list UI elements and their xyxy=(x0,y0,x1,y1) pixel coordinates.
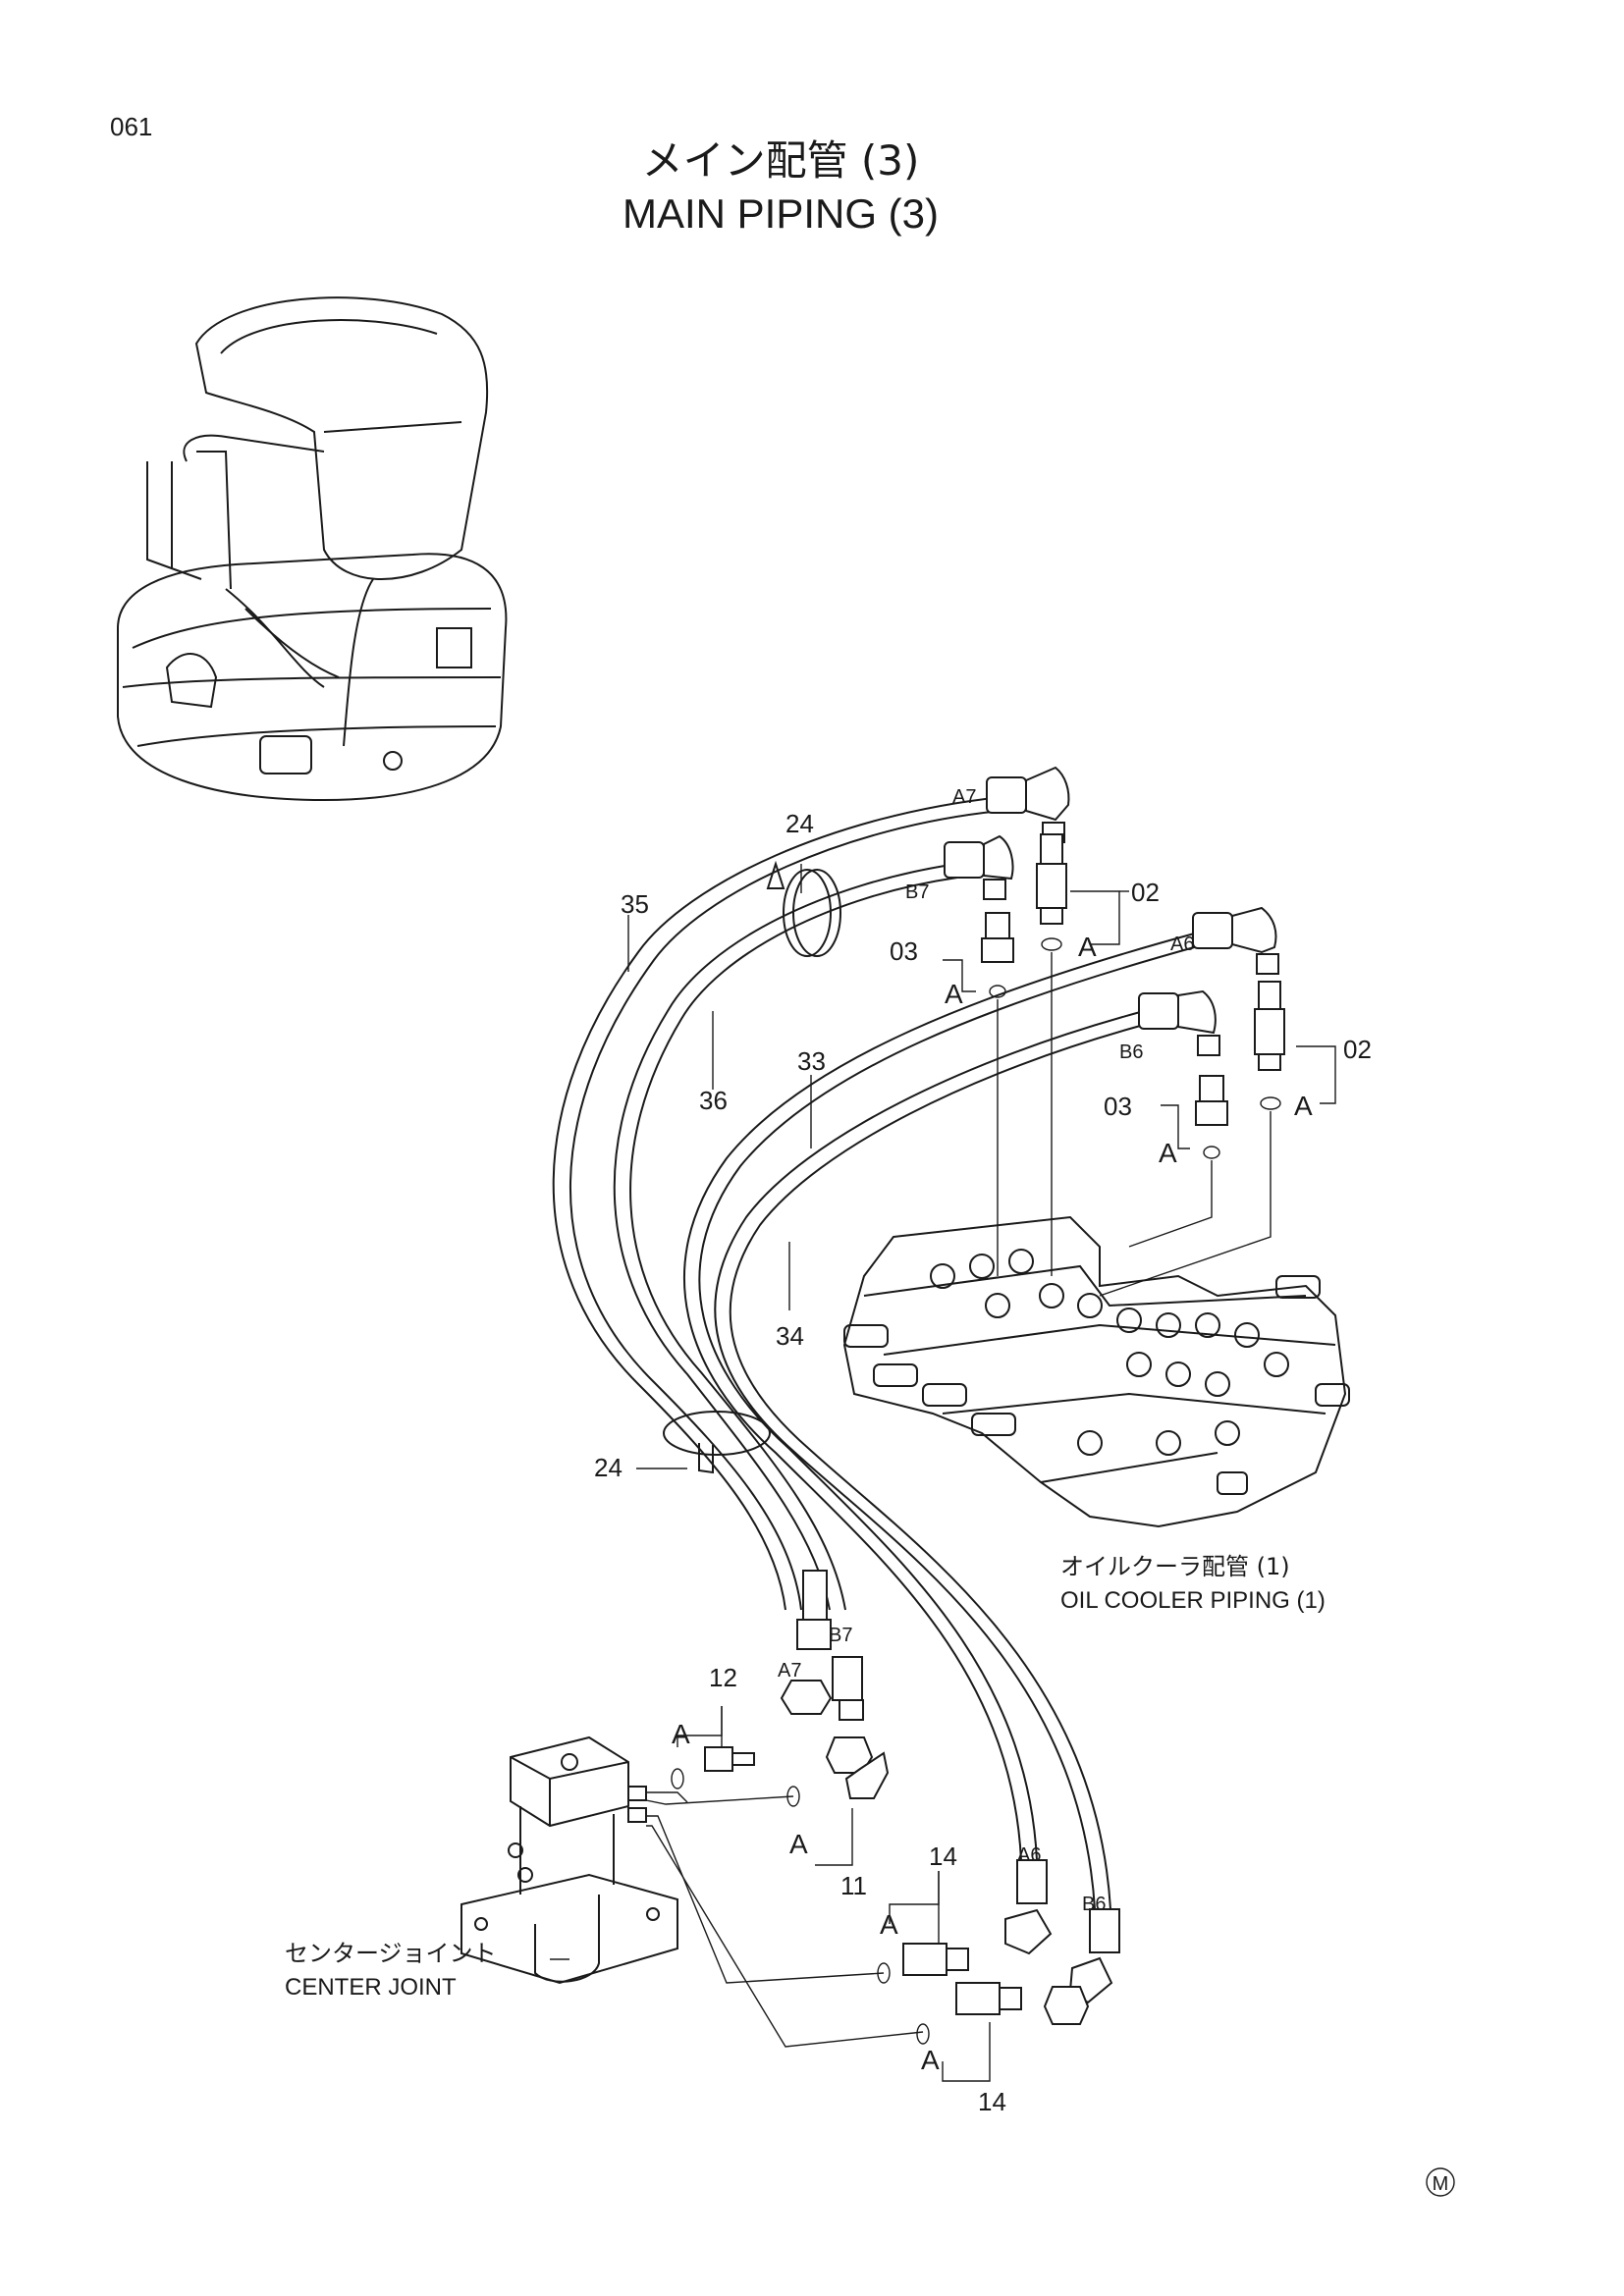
a-label-1: A xyxy=(1078,932,1097,962)
a-label-3: A xyxy=(1294,1091,1313,1121)
port-guide-lines xyxy=(997,952,1272,1297)
part-label-33: 33 xyxy=(797,1046,826,1076)
adapter-03-upper xyxy=(981,912,1014,998)
part-label-02-right: 02 xyxy=(1343,1035,1372,1064)
center-joint-pipes xyxy=(645,1791,924,2048)
center-joint-label-en: CENTER JOINT xyxy=(285,1974,457,2001)
adapter-02-upper xyxy=(1036,833,1067,951)
part-label-14-upper: 14 xyxy=(929,1842,957,1871)
port-label-a6-upper: A6 xyxy=(1170,934,1194,955)
port-label-a7-upper: A7 xyxy=(952,786,976,808)
part-label-24-lower: 24 xyxy=(594,1453,623,1482)
part-label-02-upper: 02 xyxy=(1131,878,1160,907)
a-label-2: A xyxy=(945,979,963,1009)
part-label-35: 35 xyxy=(621,889,649,919)
a-label-8: A xyxy=(921,2045,940,2075)
part-label-12: 12 xyxy=(709,1663,737,1692)
part-label-36: 36 xyxy=(699,1086,728,1115)
a-label-4: A xyxy=(1159,1138,1177,1168)
circled-m-mark: M xyxy=(1426,2167,1455,2197)
control-valve xyxy=(842,1215,1350,1528)
port-label-a6-lower: A6 xyxy=(1017,1844,1041,1866)
hose-fittings-upper xyxy=(944,766,1279,1056)
title-japanese: メイン配管 (3) xyxy=(642,136,920,185)
center-joint-label-jp: センタージョイント xyxy=(285,1940,497,1967)
leader-lines xyxy=(550,864,1336,2082)
a-label-5: A xyxy=(672,1719,690,1749)
part-label-34: 34 xyxy=(776,1321,804,1351)
part-label-03-right: 03 xyxy=(1104,1092,1132,1121)
adapter-03-right xyxy=(1195,1075,1228,1159)
circled-m-text: M xyxy=(1433,2173,1449,2195)
oil-cooler-label-en: OIL COOLER PIPING (1) xyxy=(1060,1587,1326,1614)
part-label-24-upper: 24 xyxy=(785,809,814,838)
center-joint xyxy=(460,1735,678,1985)
adapter-02-right xyxy=(1254,981,1285,1110)
port-label-b6-lower: B6 xyxy=(1082,1894,1106,1915)
a-label-7: A xyxy=(880,1909,898,1940)
hose-clamp-upper xyxy=(766,860,841,957)
a-label-6: A xyxy=(789,1829,808,1859)
port-label-b7-lower: B7 xyxy=(829,1625,852,1646)
part-label-14-lower: 14 xyxy=(978,2087,1006,2116)
page-code: 061 xyxy=(110,112,152,141)
excavator-overview-illustration xyxy=(117,296,508,802)
part-number-labels: 35 24 36 33 34 24 02 03 02 03 12 11 14 1… xyxy=(594,809,1372,2116)
port-label-b7-upper: B7 xyxy=(905,881,929,903)
hose-bundle xyxy=(552,796,1199,1910)
part-label-03-upper: 03 xyxy=(890,936,918,966)
port-label-b6-upper: B6 xyxy=(1119,1041,1143,1063)
port-labels: A7 B7 A6 B6 A7 B7 A6 B6 xyxy=(778,786,1194,1915)
part-label-11: 11 xyxy=(840,1871,867,1900)
hose-clamp-lower xyxy=(663,1411,771,1474)
port-label-a7-lower: A7 xyxy=(778,1660,801,1682)
a-callouts: A A A A A A A A xyxy=(672,932,1313,2075)
oil-cooler-label-jp: オイルクーラ配管 (1) xyxy=(1060,1553,1290,1580)
title-english: MAIN PIPING (3) xyxy=(623,190,939,237)
fittings-lower xyxy=(671,1570,1120,2045)
